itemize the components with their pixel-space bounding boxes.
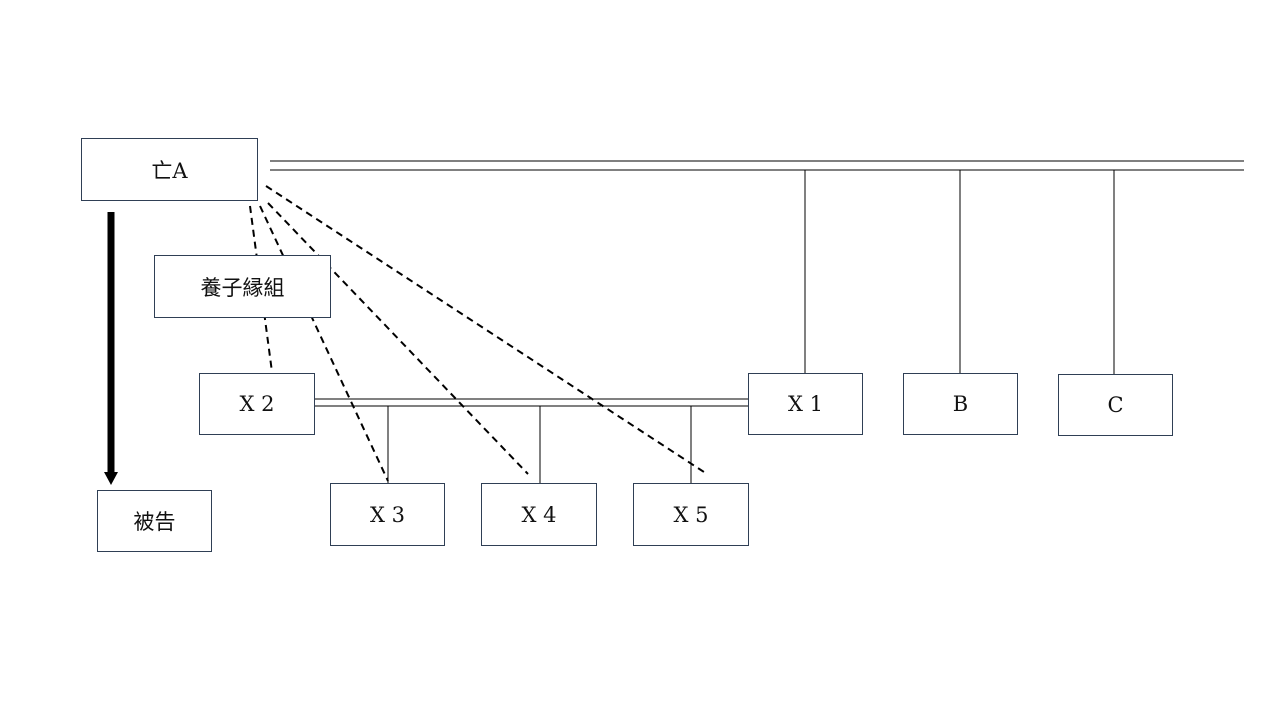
node-c: C <box>1058 374 1173 436</box>
node-x1-label: X 1 <box>788 392 823 416</box>
adoption-line-x2 <box>249 205 273 373</box>
node-x5-label: X 5 <box>673 502 709 527</box>
adoption-line-x3 <box>259 205 389 482</box>
node-x4-label: X 4 <box>521 502 557 527</box>
adoption-label: 養子縁組 <box>200 275 285 300</box>
node-x3: X 3 <box>330 483 445 546</box>
node-b: B <box>903 373 1018 435</box>
node-x5: X 5 <box>633 483 749 546</box>
node-defendant-label: 被告 <box>133 510 176 534</box>
succession-arrowhead <box>104 472 118 485</box>
node-deceased-a-label: 亡A <box>151 158 188 183</box>
adoption-line-x5 <box>265 185 708 475</box>
node-adoption-label: 養子縁組 <box>154 255 331 318</box>
node-x2: X 2 <box>199 373 315 435</box>
node-x3-label: X 3 <box>370 502 405 527</box>
adoption-line-x4 <box>267 202 529 475</box>
node-b-label: B <box>952 392 969 416</box>
node-defendant: 被告 <box>97 490 212 552</box>
node-c-label: C <box>1107 393 1124 417</box>
node-x1: X 1 <box>748 373 863 435</box>
node-deceased-a: 亡A <box>81 138 258 201</box>
node-x2-label: X 2 <box>239 392 275 416</box>
node-x4: X 4 <box>481 483 597 546</box>
